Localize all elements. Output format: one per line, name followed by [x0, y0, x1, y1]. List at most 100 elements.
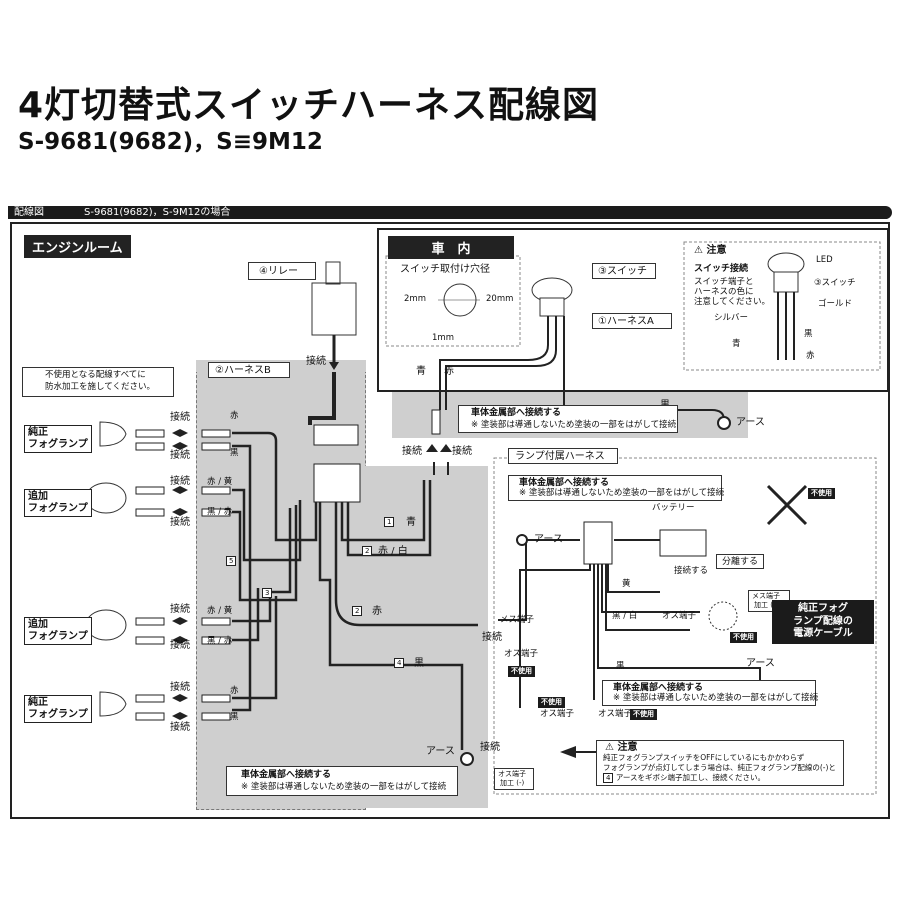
lamp-earth-label: アース	[534, 534, 563, 545]
page-title: 4灯切替式スイッチハーネス配線図	[18, 85, 600, 126]
switch-terminal-note-2: ハーネスの色に	[694, 287, 754, 297]
wire-num: 4	[394, 658, 405, 668]
lamp-male-terminal: オス端子	[662, 611, 697, 621]
gold-label: ゴールド	[818, 299, 853, 309]
fog-lamp-shapes	[85, 421, 127, 717]
led-label: LED	[816, 255, 833, 265]
interior-label: 車 内	[388, 236, 514, 259]
switch3-label: ③スイッチ	[814, 278, 856, 288]
lamp-harness-frame	[493, 457, 877, 795]
interior-earth-label: アース	[736, 417, 765, 428]
wire-color-black: 黒	[414, 658, 424, 669]
body-metal-note-bottom: 車体金属部へ接続する ※ 塗装部は導通しないため塗装の一部をはがして接続	[226, 766, 458, 796]
connect-label: 接続	[170, 450, 190, 461]
harness-b-label: ②ハーネスB	[208, 362, 290, 378]
earth-bottom	[460, 752, 474, 766]
interior-frame	[377, 228, 889, 392]
connect-label: 接続	[170, 722, 190, 733]
dim-20mm: 20mm	[486, 294, 514, 304]
lamp-harness-label: ランプ付属ハーネス	[508, 448, 618, 464]
wire-color-black-red: 黒 / 赤	[207, 636, 233, 646]
dim-2mm: 2mm	[404, 294, 426, 304]
connect-label: 接続	[402, 446, 422, 457]
wire-color-black-red: 黒 / 赤	[207, 507, 233, 517]
lamp-body-metal-note-2: 車体金属部へ接続する ※ 塗装部は導通しないため塗装の一部をはがして接続	[602, 680, 818, 706]
bar-label: 配線図	[14, 207, 44, 218]
wire-num: 5	[226, 556, 237, 566]
connect-label: 接続	[170, 604, 190, 615]
lamp-male-terminal-4: オス端子	[598, 709, 633, 719]
caution-frame	[683, 241, 881, 371]
wire-color-black: 黒	[230, 712, 239, 722]
page-subtitle: S-9681(9682)，S≡9M12	[18, 129, 323, 155]
interior-body-metal-note: 車体金属部へ接続する ※ 塗装部は導通しないため塗装の一部をはがして接続	[458, 405, 678, 433]
battery-label: バッテリー	[652, 503, 695, 513]
wire-color-red: 赤	[372, 606, 382, 617]
wire-num: 1	[384, 517, 395, 527]
fog-lamp-4-label: 純正フォグランプ	[24, 695, 92, 723]
caution-black: 黒	[804, 329, 813, 339]
bar-models: S-9681(9682)，S-9M12の場合	[84, 207, 231, 218]
not-used-tag: 不使用	[730, 632, 757, 643]
wire-color-black: 黒	[230, 448, 239, 458]
harness-a-label: ①ハーネスA	[592, 313, 672, 329]
lamp-yellow: 黄	[622, 579, 631, 589]
connector-block-2	[313, 463, 361, 503]
not-used-tag: 不使用	[630, 709, 657, 720]
wire-color-red: 赤	[230, 686, 239, 696]
caution-blue: 青	[732, 339, 741, 349]
connect-label: 接続	[452, 446, 472, 457]
diagram-header-bar: 配線図 S-9681(9682)，S-9M12の場合	[8, 206, 892, 219]
wire-color-blue: 青	[406, 517, 416, 528]
lamp-black: 黒	[616, 661, 625, 671]
wire-color-red-yellow: 赤 / 黄	[207, 477, 233, 487]
earth-interior	[717, 416, 731, 430]
fog-lamp-2-label: 追加フォグランプ	[24, 489, 92, 517]
connect-label: 接続	[480, 742, 500, 753]
not-used-tag: 不使用	[808, 488, 835, 499]
battery	[659, 529, 707, 557]
relay-connect-label: 接続	[306, 356, 326, 367]
engine-room-label: エンジンルーム	[24, 235, 131, 258]
lamp-body-metal-note: 車体金属部へ接続する ※ 塗装部は導通しないため塗装の一部をはがして接続	[508, 475, 724, 501]
male-processed: オス端子 加工 (-)	[494, 768, 534, 790]
connect-it-label: 接続する	[674, 566, 709, 576]
switch-hole-label: スイッチ取付け穴径	[400, 264, 490, 275]
silver-label: シルバー	[714, 313, 749, 323]
lamp-male-terminal-3: オス端子	[540, 709, 575, 719]
switch-terminal-title: スイッチ接続	[694, 264, 749, 274]
wire-num: 2	[362, 546, 373, 556]
dim-1mm: 1mm	[432, 333, 454, 343]
waterproof-note: 不使用となる配線すべてに 防水加工を施してください。	[22, 367, 174, 397]
not-used-tag: 不使用	[508, 666, 535, 677]
earth-label: アース	[426, 746, 455, 757]
connect-label: 接続	[170, 682, 190, 693]
wire-color-red: 赤	[230, 411, 239, 421]
split-label: 分離する	[716, 554, 764, 569]
connector-block	[313, 424, 359, 446]
caution-red: 赤	[806, 351, 815, 361]
lamp-black-white: 黒 / 白	[612, 611, 638, 621]
switch-terminal-note-1: スイッチ端子と	[694, 277, 754, 287]
interior-blue: 青	[416, 366, 426, 377]
wire-num: 3	[262, 588, 273, 598]
connect-label: 接続	[170, 412, 190, 423]
connect-label: 接続	[170, 517, 190, 528]
diagram-frame	[10, 222, 890, 819]
relay-label: ④リレー	[248, 262, 316, 280]
connect-label: 接続	[170, 640, 190, 651]
lamp-connect: 接続	[482, 632, 502, 643]
bottom-caution: ⚠ 注意 純正フォグランプスイッチをOFFにしているにもかかわらず フォグランプ…	[596, 740, 844, 786]
switch-terminal-note-3: 注意してください。	[694, 297, 770, 307]
switch-label: ③スイッチ	[592, 263, 656, 279]
wire-color-red-white: 赤 / 白	[378, 546, 408, 557]
lamp-earth-label-2: アース	[746, 658, 775, 669]
interior-red: 赤	[444, 366, 454, 377]
lamp-relay	[583, 521, 613, 565]
connect-label: 接続	[170, 476, 190, 487]
lamp-male-terminal-2: オス端子	[504, 649, 539, 659]
lamp-female-terminal: メス端子	[500, 615, 535, 625]
fog-lamp-3-label: 追加フォグランプ	[24, 617, 92, 645]
fog-lamp-1-label: 純正フォグランプ	[24, 425, 92, 453]
